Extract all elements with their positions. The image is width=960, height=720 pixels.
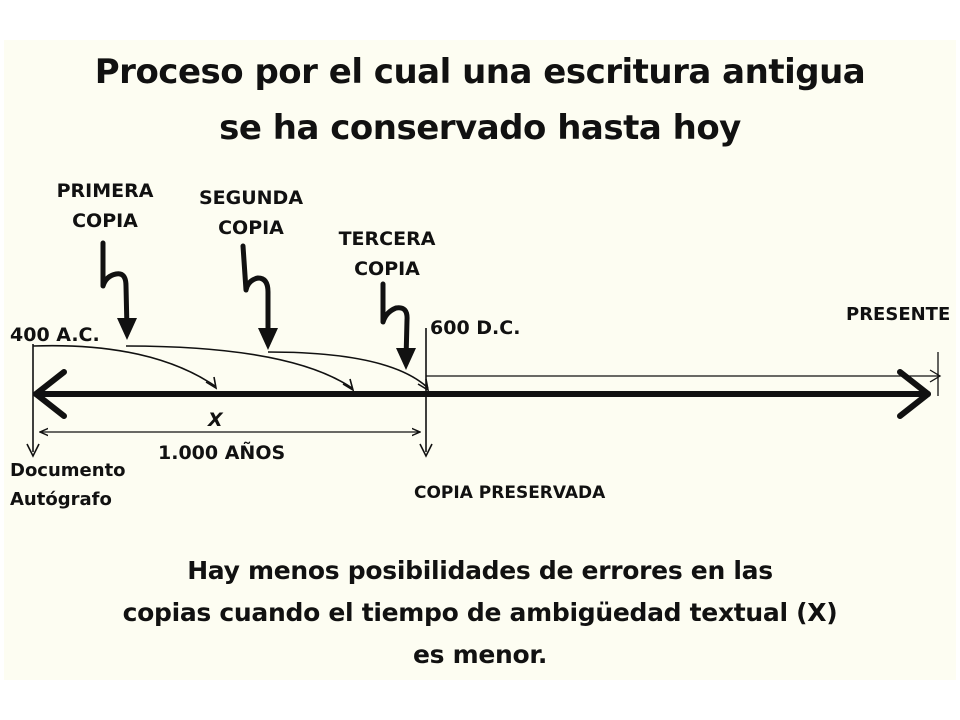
footnote-line-1: Hay menos posibilidades de errores en la… — [187, 556, 773, 585]
first-copy-line-1: PRIMERA — [56, 180, 154, 202]
copy-arcs — [32, 344, 430, 392]
preserved-copy-label: COPIA PRESERVADA — [414, 483, 606, 503]
footnote-line-2: copias cuando el tiempo de ambigüedad te… — [122, 598, 838, 627]
second-copy-line-2: COPIA — [218, 217, 284, 239]
squiggle-arrowheads — [117, 318, 416, 370]
autograph-label: Documento Autógrafo — [10, 456, 126, 514]
third-copy-line-2: COPIA — [354, 258, 420, 280]
span-label: 1.000 AÑOS — [158, 442, 286, 464]
title-line-1: Proceso por el cual una escritura antigu… — [94, 52, 866, 92]
diagram-panel — [4, 40, 956, 680]
autograph-line-1: Documento — [10, 460, 126, 481]
vertical-markers — [26, 328, 433, 458]
autograph-line-2: Autógrafo — [10, 489, 112, 510]
end-date-label: 600 D.C. — [430, 317, 521, 339]
gap-label: X — [208, 409, 223, 431]
first-copy-label: PRIMERA COPIA — [45, 176, 165, 236]
present-label: PRESENTE — [846, 304, 951, 325]
title-line-2: se ha conservado hasta hoy — [219, 108, 741, 148]
second-copy-label: SEGUNDA COPIA — [188, 183, 314, 243]
squiggle-arrows — [100, 240, 410, 363]
present-thin-line — [426, 352, 942, 396]
second-copy-line-1: SEGUNDA — [198, 187, 304, 209]
third-copy-label: TERCERA COPIA — [327, 224, 447, 284]
first-copy-line-2: COPIA — [72, 210, 138, 232]
main-timeline-arrow — [33, 369, 931, 419]
third-copy-line-1: TERCERA — [338, 228, 436, 250]
start-date-label: 400 A.C. — [10, 324, 100, 346]
footnote-line-3: es menor. — [412, 640, 548, 669]
